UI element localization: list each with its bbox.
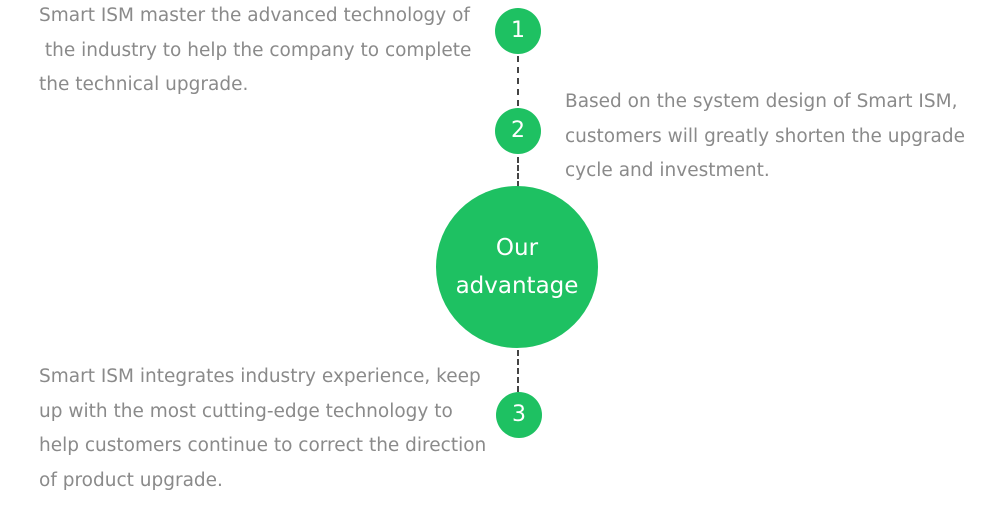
step-2-description: Based on the system design of Smart ISM,… (565, 85, 965, 189)
step-1-badge: 1 (495, 8, 541, 54)
step-2-line: cycle and investment. (565, 160, 770, 181)
center-title-line2: advantage (455, 273, 579, 299)
connector-1-2 (517, 56, 519, 106)
connector-center-3 (517, 350, 519, 392)
step-1-line: Smart ISM master the advanced technology… (39, 5, 470, 26)
connector-2-center (517, 157, 519, 187)
step-1-line: the technical upgrade. (39, 74, 249, 95)
step-3-description: Smart ISM integrates industry experience… (39, 360, 486, 498)
step-3-badge: 3 (496, 392, 542, 438)
step-1-description: Smart ISM master the advanced technology… (39, 0, 471, 103)
step-3-line: of product upgrade. (39, 469, 223, 491)
step-2-line: Based on the system design of Smart ISM, (565, 91, 958, 112)
step-1-line: the industry to help the company to comp… (39, 39, 472, 61)
center-title-line1: Our (495, 235, 539, 261)
step-2-line: customers will greatly shorten the upgra… (565, 125, 965, 147)
step-3-line: help customers continue to correct the d… (39, 435, 487, 456)
step-3-line: Smart ISM integrates industry experience… (39, 366, 481, 387)
step-3-line: up with the most cutting-edge technology… (39, 400, 453, 422)
our-advantage-circle: Our advantage (436, 186, 598, 348)
step-2-badge: 2 (495, 108, 541, 154)
